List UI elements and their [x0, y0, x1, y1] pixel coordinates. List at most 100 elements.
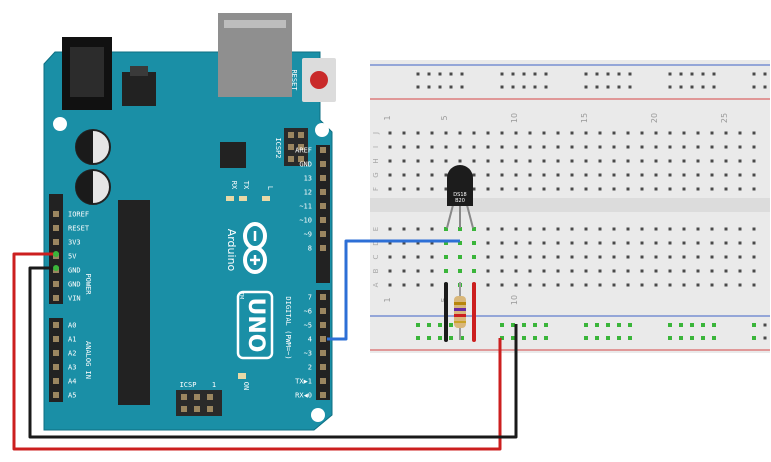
connected-hole — [628, 336, 632, 340]
digital-pin — [320, 350, 326, 356]
breadboard-hole — [486, 159, 490, 163]
breadboard-hole — [388, 131, 392, 135]
arduino-trademark: TM — [238, 291, 244, 299]
breadboard-hole — [682, 131, 686, 135]
connected-hole — [444, 241, 448, 245]
connected-hole — [427, 336, 431, 340]
connected-hole — [595, 323, 599, 327]
breadboard-hole — [640, 187, 644, 191]
breadboard-hole — [556, 283, 560, 287]
breadboard-hole — [416, 173, 420, 177]
breadboard-hole — [654, 131, 658, 135]
breadboard-hole — [542, 187, 546, 191]
digital-pin-label: GND — [299, 161, 312, 169]
breadboard-hole — [528, 187, 532, 191]
breadboard-hole — [612, 131, 616, 135]
breadboard-hole — [710, 173, 714, 177]
reset-button[interactable] — [310, 71, 328, 89]
connected-hole — [668, 323, 672, 327]
breadboard-hole — [598, 145, 602, 149]
rail-hole — [752, 85, 756, 89]
breadboard-hole — [542, 159, 546, 163]
connected-hole — [679, 336, 683, 340]
breadboard-hole — [458, 145, 462, 149]
breadboard-hole — [626, 269, 630, 273]
analog-header — [49, 318, 63, 402]
breadboard-hole — [584, 159, 588, 163]
breadboard-hole — [654, 283, 658, 287]
breadboard-hole — [444, 145, 448, 149]
breadboard-hole — [514, 269, 518, 273]
breadboard-hole — [752, 187, 756, 191]
row-letter-i: I — [372, 146, 380, 148]
sensor-leg-gnd — [446, 204, 454, 229]
breadboard-hole — [682, 187, 686, 191]
breadboard-hole — [682, 269, 686, 273]
breadboard-hole — [752, 241, 756, 245]
analog-section-label: ANALOG IN — [84, 341, 92, 379]
rail-hole — [416, 85, 420, 89]
breadboard-hole — [752, 131, 756, 135]
rx-led — [226, 196, 234, 201]
connected-hole — [606, 323, 610, 327]
breadboard-hole — [402, 145, 406, 149]
breadboard-hole — [402, 255, 406, 259]
breadboard-hole — [668, 283, 672, 287]
row-letter-d: D — [372, 240, 380, 245]
breadboard-hole — [738, 159, 742, 163]
on-label: ON — [242, 382, 250, 390]
breadboard-hole — [710, 283, 714, 287]
rail-hole — [763, 323, 767, 327]
regulator-tab — [130, 66, 148, 76]
rail-hole — [712, 72, 716, 76]
on-led — [238, 373, 246, 379]
breadboard-hole — [752, 255, 756, 259]
rail-hole — [522, 85, 526, 89]
breadboard-hole — [528, 159, 532, 163]
breadboard-hole — [724, 145, 728, 149]
digital-pin — [320, 147, 326, 153]
digital-pin — [320, 161, 326, 167]
analog-pin-label: A4 — [68, 378, 76, 386]
rail-hole — [617, 85, 621, 89]
breadboard-hole — [654, 227, 658, 231]
breadboard-hole — [668, 187, 672, 191]
connected-hole — [416, 336, 420, 340]
power-pin-label: 3V3 — [68, 239, 81, 247]
breadboard: 1 5 10 15 20 25 1 5 10 J I H G F E D C B… — [370, 60, 770, 353]
breadboard-hole — [528, 173, 532, 177]
breadboard-hole — [584, 145, 588, 149]
connected-hole — [533, 336, 537, 340]
column-number-25: 25 — [720, 113, 729, 123]
breadboard-hole — [528, 131, 532, 135]
row-letter-a: A — [372, 282, 380, 287]
resistor-band-1 — [454, 302, 466, 305]
breadboard-hole — [486, 227, 490, 231]
connected-hole — [628, 323, 632, 327]
breadboard-hole — [668, 241, 672, 245]
breadboard-hole — [416, 269, 420, 273]
breadboard-hole — [430, 269, 434, 273]
connected-hole — [522, 336, 526, 340]
usb-chip — [220, 142, 246, 168]
connected-hole — [458, 241, 462, 245]
connected-hole — [444, 255, 448, 259]
connected-hole — [416, 323, 420, 327]
breadboard-hole — [668, 131, 672, 135]
breadboard-hole — [598, 173, 602, 177]
breadboard-hole — [416, 131, 420, 135]
analog-pin — [53, 378, 59, 384]
l-label: L — [266, 186, 274, 190]
digital-pin-label: 12 — [304, 189, 312, 197]
breadboard-hole — [416, 187, 420, 191]
icsp-pins — [181, 394, 213, 412]
wire-end-gnd — [53, 265, 59, 271]
breadboard-hole — [738, 241, 742, 245]
rail-hole — [690, 85, 694, 89]
breadboard-hole — [724, 255, 728, 259]
breadboard-hole — [514, 227, 518, 231]
connected-hole — [690, 336, 694, 340]
digital-pin — [320, 217, 326, 223]
rail-hole — [511, 85, 515, 89]
